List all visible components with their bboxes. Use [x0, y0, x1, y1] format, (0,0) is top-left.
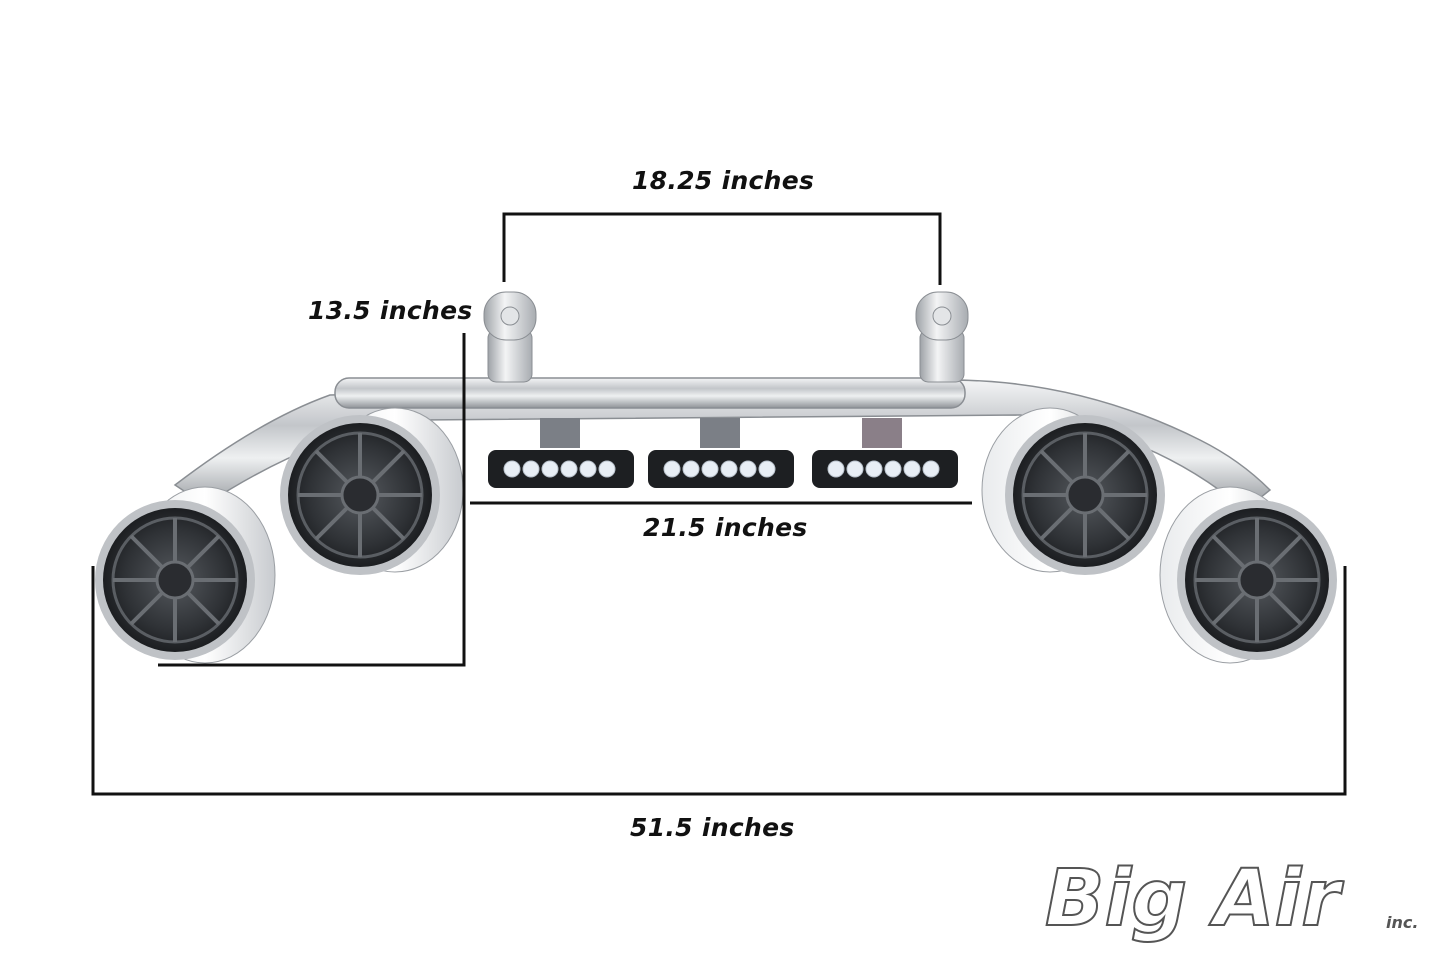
dim-line-top	[502, 212, 942, 285]
dimension-lines	[91, 212, 1347, 796]
logo-suffix: inc.	[1386, 913, 1418, 932]
light-mount-right	[915, 291, 969, 383]
dimension-height: 13.5 inches	[308, 296, 473, 325]
tower-bar	[173, 377, 1272, 511]
speaker-outer-left	[95, 486, 276, 664]
dim-line-bottom	[91, 566, 1347, 796]
led-light-bar	[812, 418, 958, 488]
dim-line-height	[158, 333, 466, 667]
led-light-bar	[488, 418, 634, 488]
dimension-top-width: 18.25 inches	[632, 166, 815, 195]
dimension-overall-width: 51.5 inches	[630, 813, 795, 842]
speaker-inner-right	[981, 407, 1165, 575]
dimension-light-span: 21.5 inches	[643, 513, 808, 542]
logo-wordmark: Big Air	[1045, 854, 1344, 944]
big-air-logo: Big Air inc.	[1040, 853, 1430, 948]
led-light-bar	[648, 418, 794, 488]
speaker-outer-right	[1159, 486, 1337, 664]
light-mount-left	[483, 291, 537, 383]
speaker-inner-left	[280, 407, 464, 575]
